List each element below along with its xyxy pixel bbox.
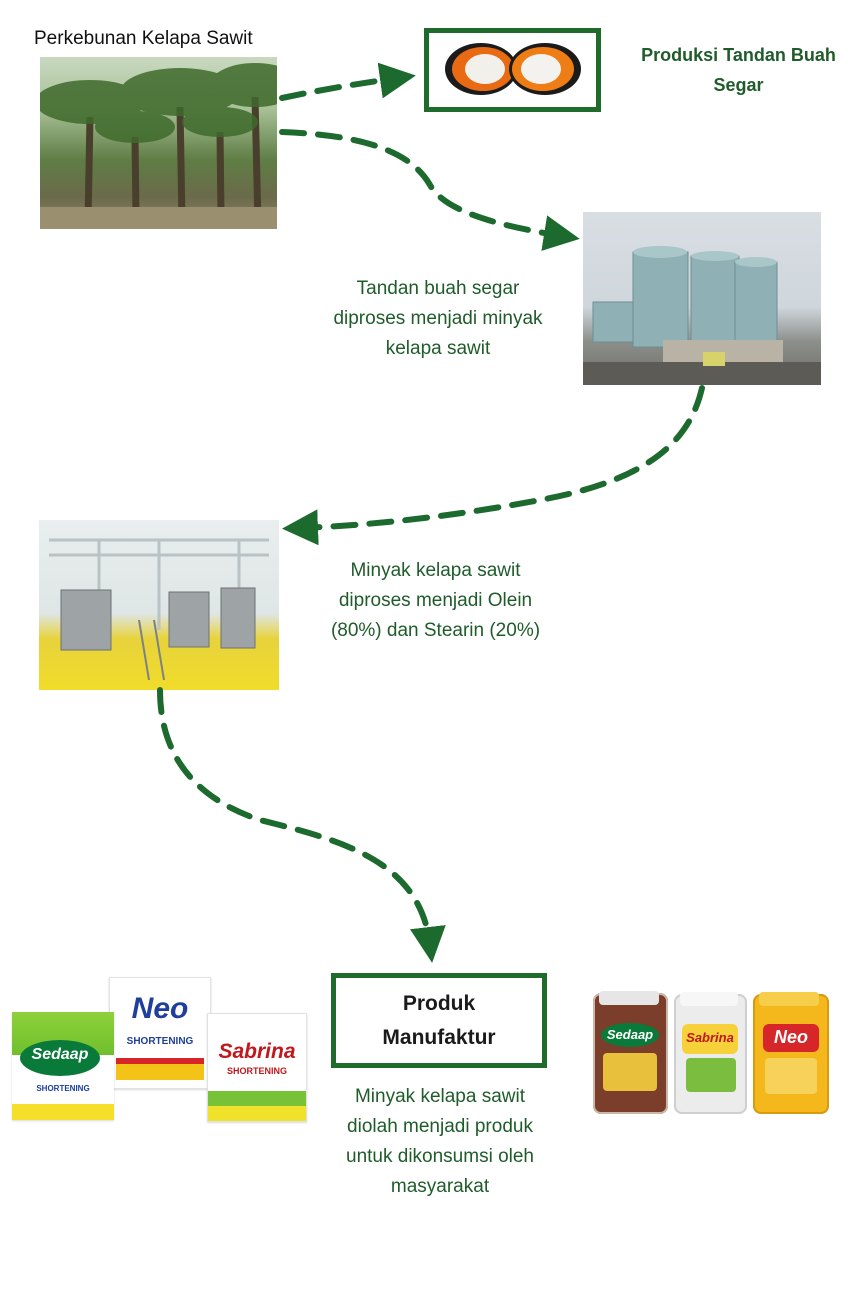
sedaap-type: SHORTENING [36, 1084, 90, 1093]
jerrycan-sabrina-label: Sabrina [686, 1030, 734, 1045]
arrow-plantation-to-fruit [279, 62, 416, 101]
fruit-photo-frame [424, 28, 601, 112]
jerrycan-sedaap: Sedaap [593, 991, 668, 1114]
refinery-caption-line-2: diproses menjadi Olein [338, 590, 533, 611]
storage-tanks-icon [583, 246, 821, 385]
arrow-refinery-to-product [157, 687, 446, 963]
fruit-caption-text: Produksi Tandan Buah Segar [641, 45, 836, 95]
product-title-box: Produk Manufaktur [331, 973, 547, 1068]
neo-brand: Neo [131, 992, 189, 1025]
arrow-plantation-to-mill [279, 129, 580, 251]
jerrycan-sabrina: Sabrina [674, 992, 747, 1114]
jerrycan-sedaap-label: Sedaap [606, 1027, 654, 1042]
plantation-title: Perkebunan Kelapa Sawit [34, 28, 253, 49]
product-caption-line-3: untuk dikonsumsi oleh [346, 1146, 534, 1167]
shortening-box-sedaap: Sedaap SHORTENING [12, 1012, 114, 1120]
product-title-line-1: Produk [402, 991, 476, 1015]
jerrycan-neo: Neo [753, 992, 829, 1114]
product-title-line-2: Manufaktur [382, 1025, 496, 1049]
fruit-caption: Produksi Tandan Buah Segar [626, 40, 851, 100]
arrow-mill-to-refinery [282, 385, 705, 546]
jerrycan-neo-label: Neo [773, 1027, 808, 1047]
mill-caption-line-2: diproses menjadi minyak [333, 308, 543, 329]
refinery-caption-line-3: (80%) dan Stearin (20%) [330, 620, 541, 641]
product-caption-line-1: Minyak kelapa sawit [354, 1086, 526, 1107]
product-caption: Minyak kelapa sawit diolah menjadi produ… [322, 1082, 558, 1202]
shortening-box-sabrina: Sabrina SHORTENING [207, 1013, 307, 1122]
neo-type: SHORTENING [126, 1036, 194, 1047]
product-caption-line-2: diolah menjadi produk [347, 1116, 533, 1137]
refinery-caption: Minyak kelapa sawit diproses menjadi Ole… [308, 556, 563, 646]
refinery-photo [39, 520, 279, 690]
palm-trees-icon [40, 63, 277, 229]
mill-photo [583, 212, 821, 385]
mill-caption-line-1: Tandan buah segar [356, 278, 520, 299]
mill-caption-line-3: kelapa sawit [385, 338, 491, 359]
refinery-equipment-icon [49, 538, 269, 681]
refinery-caption-line-1: Minyak kelapa sawit [350, 560, 521, 581]
sedaap-brand: Sedaap [31, 1046, 89, 1063]
sabrina-brand: Sabrina [218, 1040, 296, 1063]
plantation-photo [40, 57, 277, 229]
mill-caption: Tandan buah segar diproses menjadi minya… [318, 274, 558, 364]
sabrina-type: SHORTENING [226, 1066, 287, 1076]
palm-fruit-icon [445, 43, 581, 95]
product-caption-line-4: masyarakat [390, 1176, 490, 1197]
